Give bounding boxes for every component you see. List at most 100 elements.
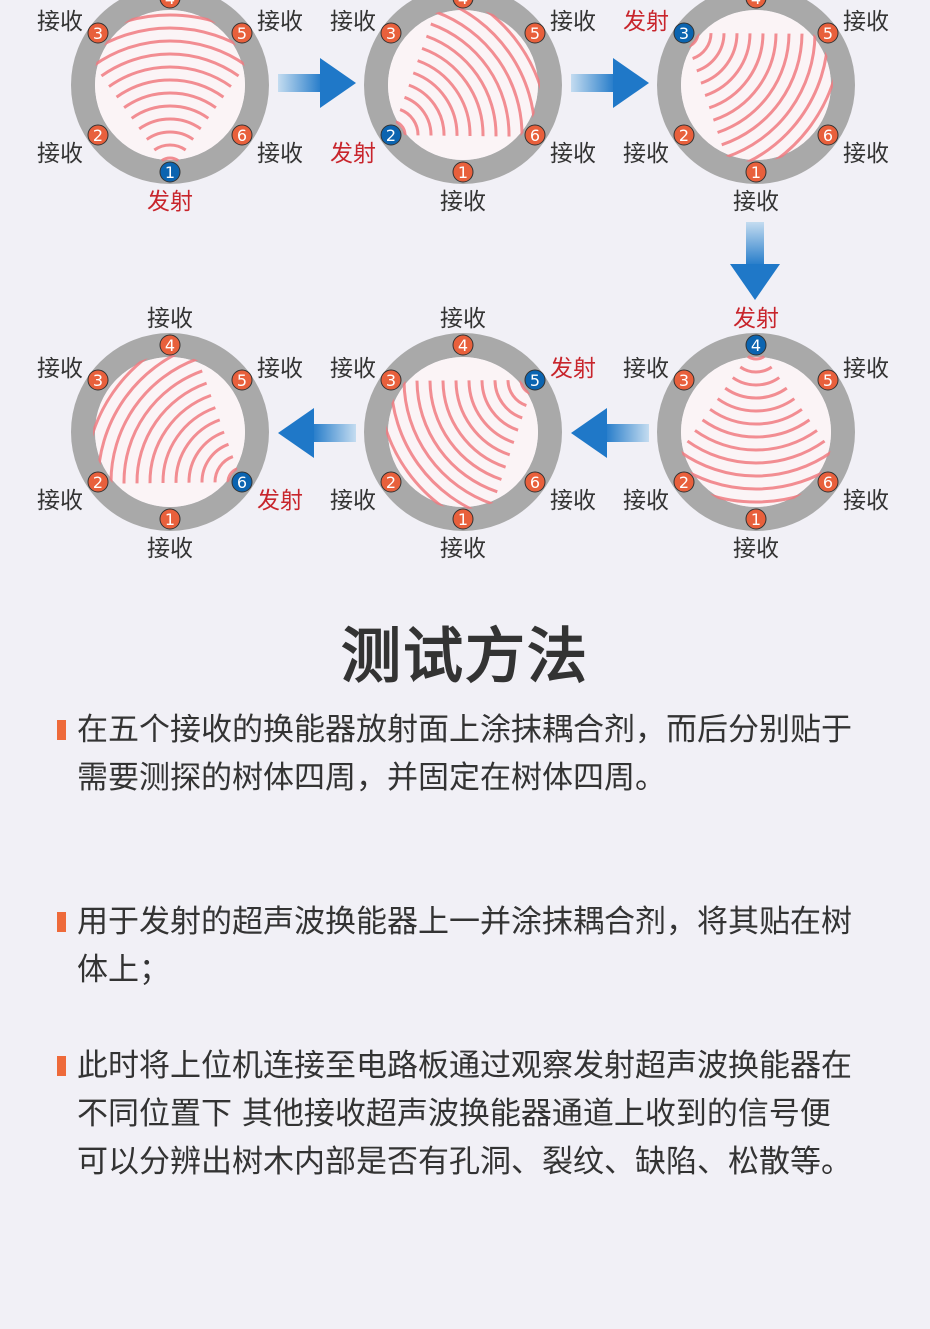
receiver-node-6: 6 (524, 471, 546, 493)
svg-text:4: 4 (751, 336, 761, 355)
wave-arc (109, 357, 199, 484)
svg-text:6: 6 (237, 473, 247, 492)
wave-arc (399, 108, 420, 136)
wave-arc (493, 380, 523, 420)
receiver-node-1: 1 (452, 161, 474, 183)
svg-text:5: 5 (237, 371, 247, 390)
receive-label: 接收 (147, 306, 193, 332)
svg-text:1: 1 (165, 510, 175, 529)
receiver-node-1: 1 (452, 508, 474, 530)
receiver-node-6: 6 (231, 124, 253, 146)
svg-text:3: 3 (93, 24, 103, 43)
wave-arc (441, 380, 507, 469)
tree-cross-section (388, 10, 538, 160)
receive-label: 接收 (37, 141, 83, 167)
wave-arc (100, 52, 240, 78)
wave-arc (122, 369, 203, 484)
wave-arc (717, 33, 791, 134)
bullet-marker (57, 912, 66, 932)
svg-text:5: 5 (530, 371, 540, 390)
wave-arc (108, 65, 232, 88)
svg-text:5: 5 (530, 24, 540, 43)
wave-arc (694, 429, 818, 452)
receiver-node-2: 2 (380, 471, 402, 493)
emitter-node-3: 3 (673, 22, 695, 44)
wave-arc (480, 380, 519, 432)
wave-arc (716, 397, 796, 413)
svg-text:2: 2 (386, 473, 396, 492)
receiver-node-2: 2 (87, 124, 109, 146)
svg-text:6: 6 (530, 126, 540, 145)
wave-arc (443, 8, 540, 138)
wave-arc (93, 26, 247, 57)
receive-label: 接收 (843, 141, 889, 167)
receiver-node-4: 4 (452, 0, 474, 9)
receiver-node-3: 3 (87, 369, 109, 391)
receive-label: 接收 (550, 9, 596, 35)
wave-arc (439, 8, 537, 137)
receive-label: 接收 (330, 488, 376, 514)
receive-label: 接收 (257, 356, 303, 382)
wave-arc (160, 156, 180, 162)
receiver-node-2: 2 (87, 471, 109, 493)
receiver-node-6: 6 (817, 124, 839, 146)
wave-arc (389, 380, 490, 509)
svg-text:4: 4 (165, 0, 175, 8)
svg-text:3: 3 (386, 371, 396, 390)
diagram-emitter-2: 1接收2发射3接收45接收6接收 (330, 0, 596, 215)
svg-text:5: 5 (823, 371, 833, 390)
svg-text:1: 1 (751, 163, 761, 182)
receiver-node-3: 3 (87, 22, 109, 44)
receiver-node-2: 2 (673, 124, 695, 146)
paragraph-2: 用于发射的超声波换能器上一并涂抹耦合剂，将其贴在树体上； (57, 898, 857, 994)
bullet-marker (57, 720, 66, 740)
svg-text:6: 6 (823, 473, 833, 492)
wave-arc (138, 117, 202, 131)
emit-label: 发射 (257, 488, 303, 514)
wave-arc (402, 380, 494, 506)
receive-label: 接收 (330, 356, 376, 382)
wave-arc (709, 408, 803, 426)
diagram-emitter-3: 1接收2接收3发射45接收6接收 (623, 0, 889, 215)
svg-text:6: 6 (237, 126, 247, 145)
diagram-emitter-1: 1发射2接收3接收45接收6接收 (37, 0, 303, 215)
wave-arc (739, 365, 773, 374)
wave-arc (135, 381, 208, 484)
wave-arc (708, 33, 765, 110)
tree-cross-section (95, 10, 245, 160)
tree-cross-section (388, 357, 538, 507)
receive-label: 接收 (257, 9, 303, 35)
wave-arc (712, 33, 778, 122)
wave-arc (724, 386, 788, 400)
svg-text:1: 1 (165, 163, 175, 182)
wave-arc (115, 78, 225, 99)
paragraph-text: 在五个接收的换能器放射面上涂抹耦合剂，而后分别贴于需要测探的树体四周，并固定在树… (77, 712, 852, 796)
wave-arc (686, 439, 826, 465)
receive-label: 接收 (440, 189, 486, 215)
receive-label: 接收 (37, 488, 83, 514)
receiver-node-3: 3 (380, 22, 402, 44)
receive-label: 接收 (623, 141, 669, 167)
svg-text:3: 3 (679, 24, 689, 43)
wave-arc (701, 418, 811, 439)
wave-arc (731, 376, 781, 387)
emit-label: 发射 (147, 189, 193, 215)
section-title: 测试方法 (341, 622, 589, 692)
wave-arc (704, 33, 752, 97)
emit-label: 发射 (550, 356, 596, 382)
wave-arc (148, 393, 212, 484)
emit-label: 发射 (733, 306, 779, 332)
wave-arc (746, 355, 766, 361)
emitter-node-5: 5 (524, 369, 546, 391)
wave-arc (415, 380, 498, 494)
svg-text:4: 4 (165, 336, 175, 355)
receiver-node-3: 3 (380, 369, 402, 391)
wave-arc (145, 130, 195, 141)
receive-label: 接收 (623, 488, 669, 514)
wave-arc (174, 418, 221, 483)
receiver-node-2: 2 (673, 471, 695, 493)
svg-text:4: 4 (751, 0, 761, 8)
wave-arc (428, 380, 502, 481)
svg-text:3: 3 (93, 371, 103, 390)
